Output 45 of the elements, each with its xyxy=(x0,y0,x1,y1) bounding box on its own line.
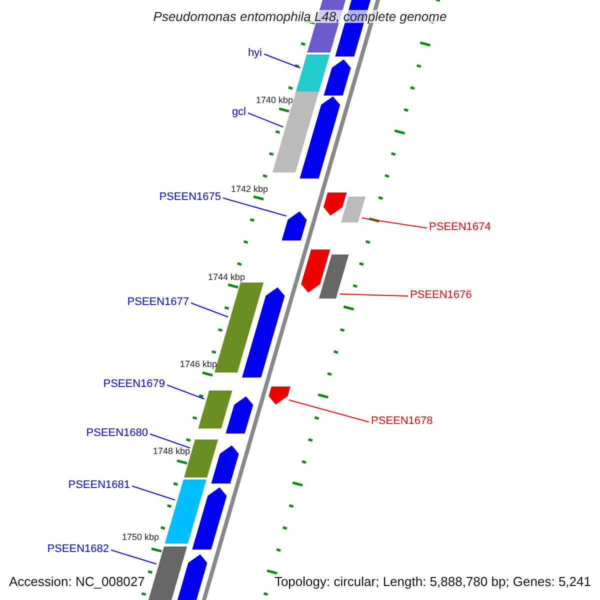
gene-block xyxy=(226,396,254,434)
cog-block xyxy=(164,480,206,544)
gene-block xyxy=(192,487,227,550)
gene-label: PSEEN1682 xyxy=(47,543,109,556)
leader-line xyxy=(132,486,176,500)
position-label: 1750 kbp xyxy=(122,531,159,544)
position-label: 1746 kbp xyxy=(180,358,217,371)
leader-line xyxy=(339,294,408,296)
gene-label: PSEEN1678 xyxy=(371,415,433,428)
gene-label: PSEEN1679 xyxy=(103,378,165,391)
gene-block xyxy=(268,386,290,405)
gene-label: PSEEN1677 xyxy=(127,296,189,309)
gene-label: PSEEN1680 xyxy=(86,427,148,440)
leader-line xyxy=(361,218,428,228)
gene-block xyxy=(301,250,330,293)
gene-label: gcl xyxy=(232,106,246,119)
gene-block xyxy=(323,192,347,216)
cog-block xyxy=(340,196,366,222)
gene-label: PSEEN1675 xyxy=(159,191,221,204)
gene-block xyxy=(300,96,340,178)
position-label: 1748 kbp xyxy=(152,445,190,458)
gene-label: PSEEN1681 xyxy=(68,479,130,492)
cog-block xyxy=(296,54,330,92)
leader-line xyxy=(150,434,191,448)
footer-text: Accession: NC_008027 xyxy=(9,575,145,588)
leader-line xyxy=(166,384,205,400)
leader-line xyxy=(248,112,284,128)
leader-line xyxy=(288,400,370,422)
cog-block xyxy=(198,390,232,428)
leader-line xyxy=(264,54,301,68)
leader-line xyxy=(110,550,157,564)
leader-line xyxy=(190,302,229,318)
gene-block xyxy=(211,445,239,484)
gene-block xyxy=(282,211,307,240)
gene-block xyxy=(242,287,285,378)
leader-line xyxy=(222,198,287,216)
gene-block xyxy=(324,59,351,96)
footer-text: Topology: circular; Length: 5,888,780 bp; Genes: 5,241 xyxy=(274,575,591,588)
gene-label: PSEEN1674 xyxy=(429,221,491,234)
position-label: 1744 kbp xyxy=(208,271,245,284)
cog-block xyxy=(318,254,349,298)
position-label: 1742 kbp xyxy=(230,183,268,196)
gene-label: PSEEN1676 xyxy=(410,289,472,302)
position-label: 1740 kbp xyxy=(256,94,293,107)
gene-label: hyi xyxy=(248,47,262,60)
